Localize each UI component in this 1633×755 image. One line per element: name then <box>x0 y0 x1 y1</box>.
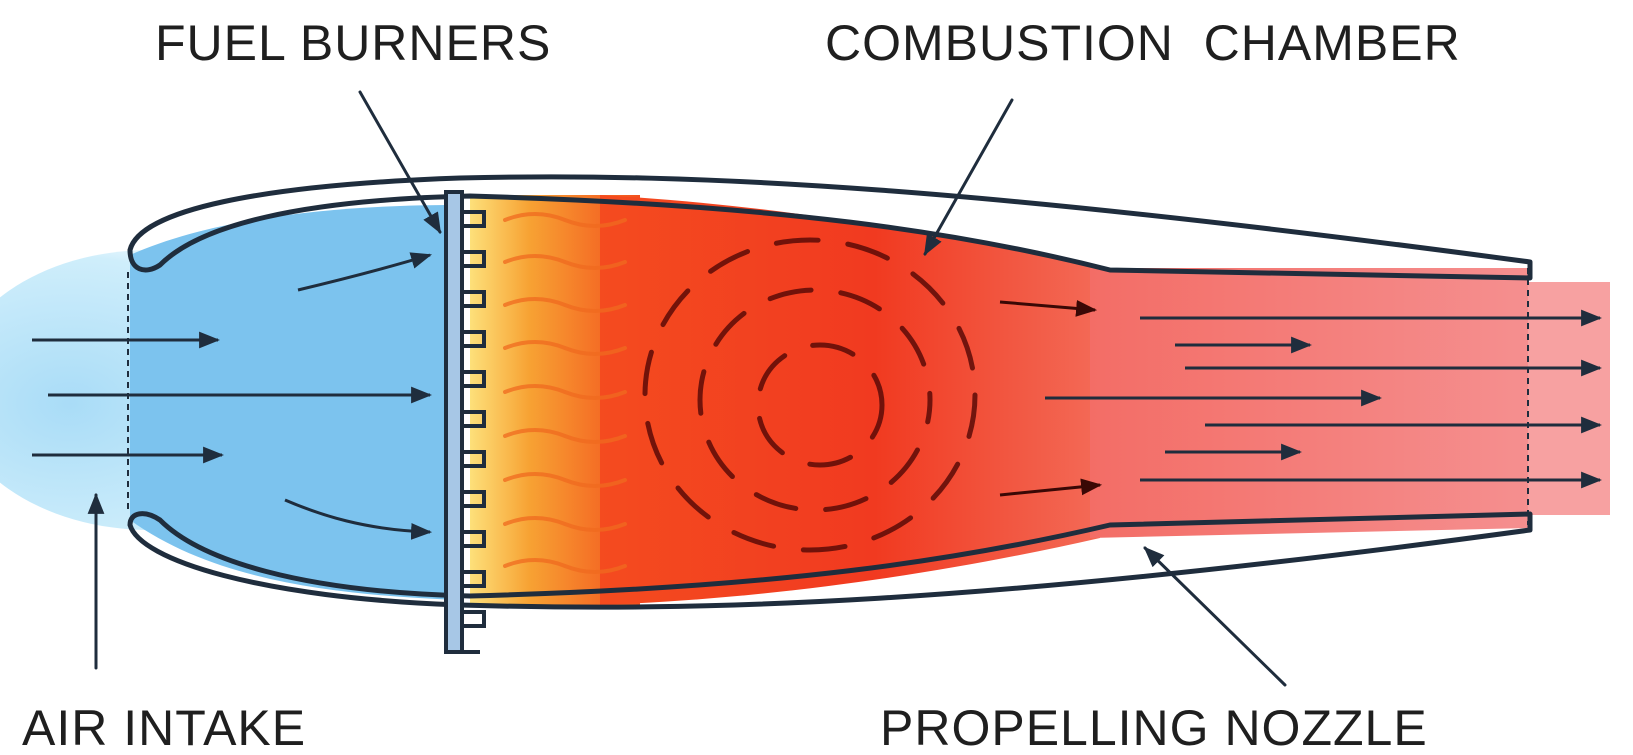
intake-air-region <box>130 205 455 600</box>
label-air-intake: AIR INTAKE <box>22 700 306 755</box>
burner-pipe <box>446 192 462 652</box>
label-fuel-burners: FUEL BURNERS <box>155 15 551 71</box>
gas-flow <box>130 195 1610 605</box>
label-combustion-chamber: COMBUSTION CHAMBER <box>825 15 1461 71</box>
label-propelling-nozzle: PROPELLING NOZZLE <box>880 700 1428 755</box>
exhaust-zone <box>1090 268 1528 538</box>
combustion-chamber-leader <box>925 100 1012 254</box>
